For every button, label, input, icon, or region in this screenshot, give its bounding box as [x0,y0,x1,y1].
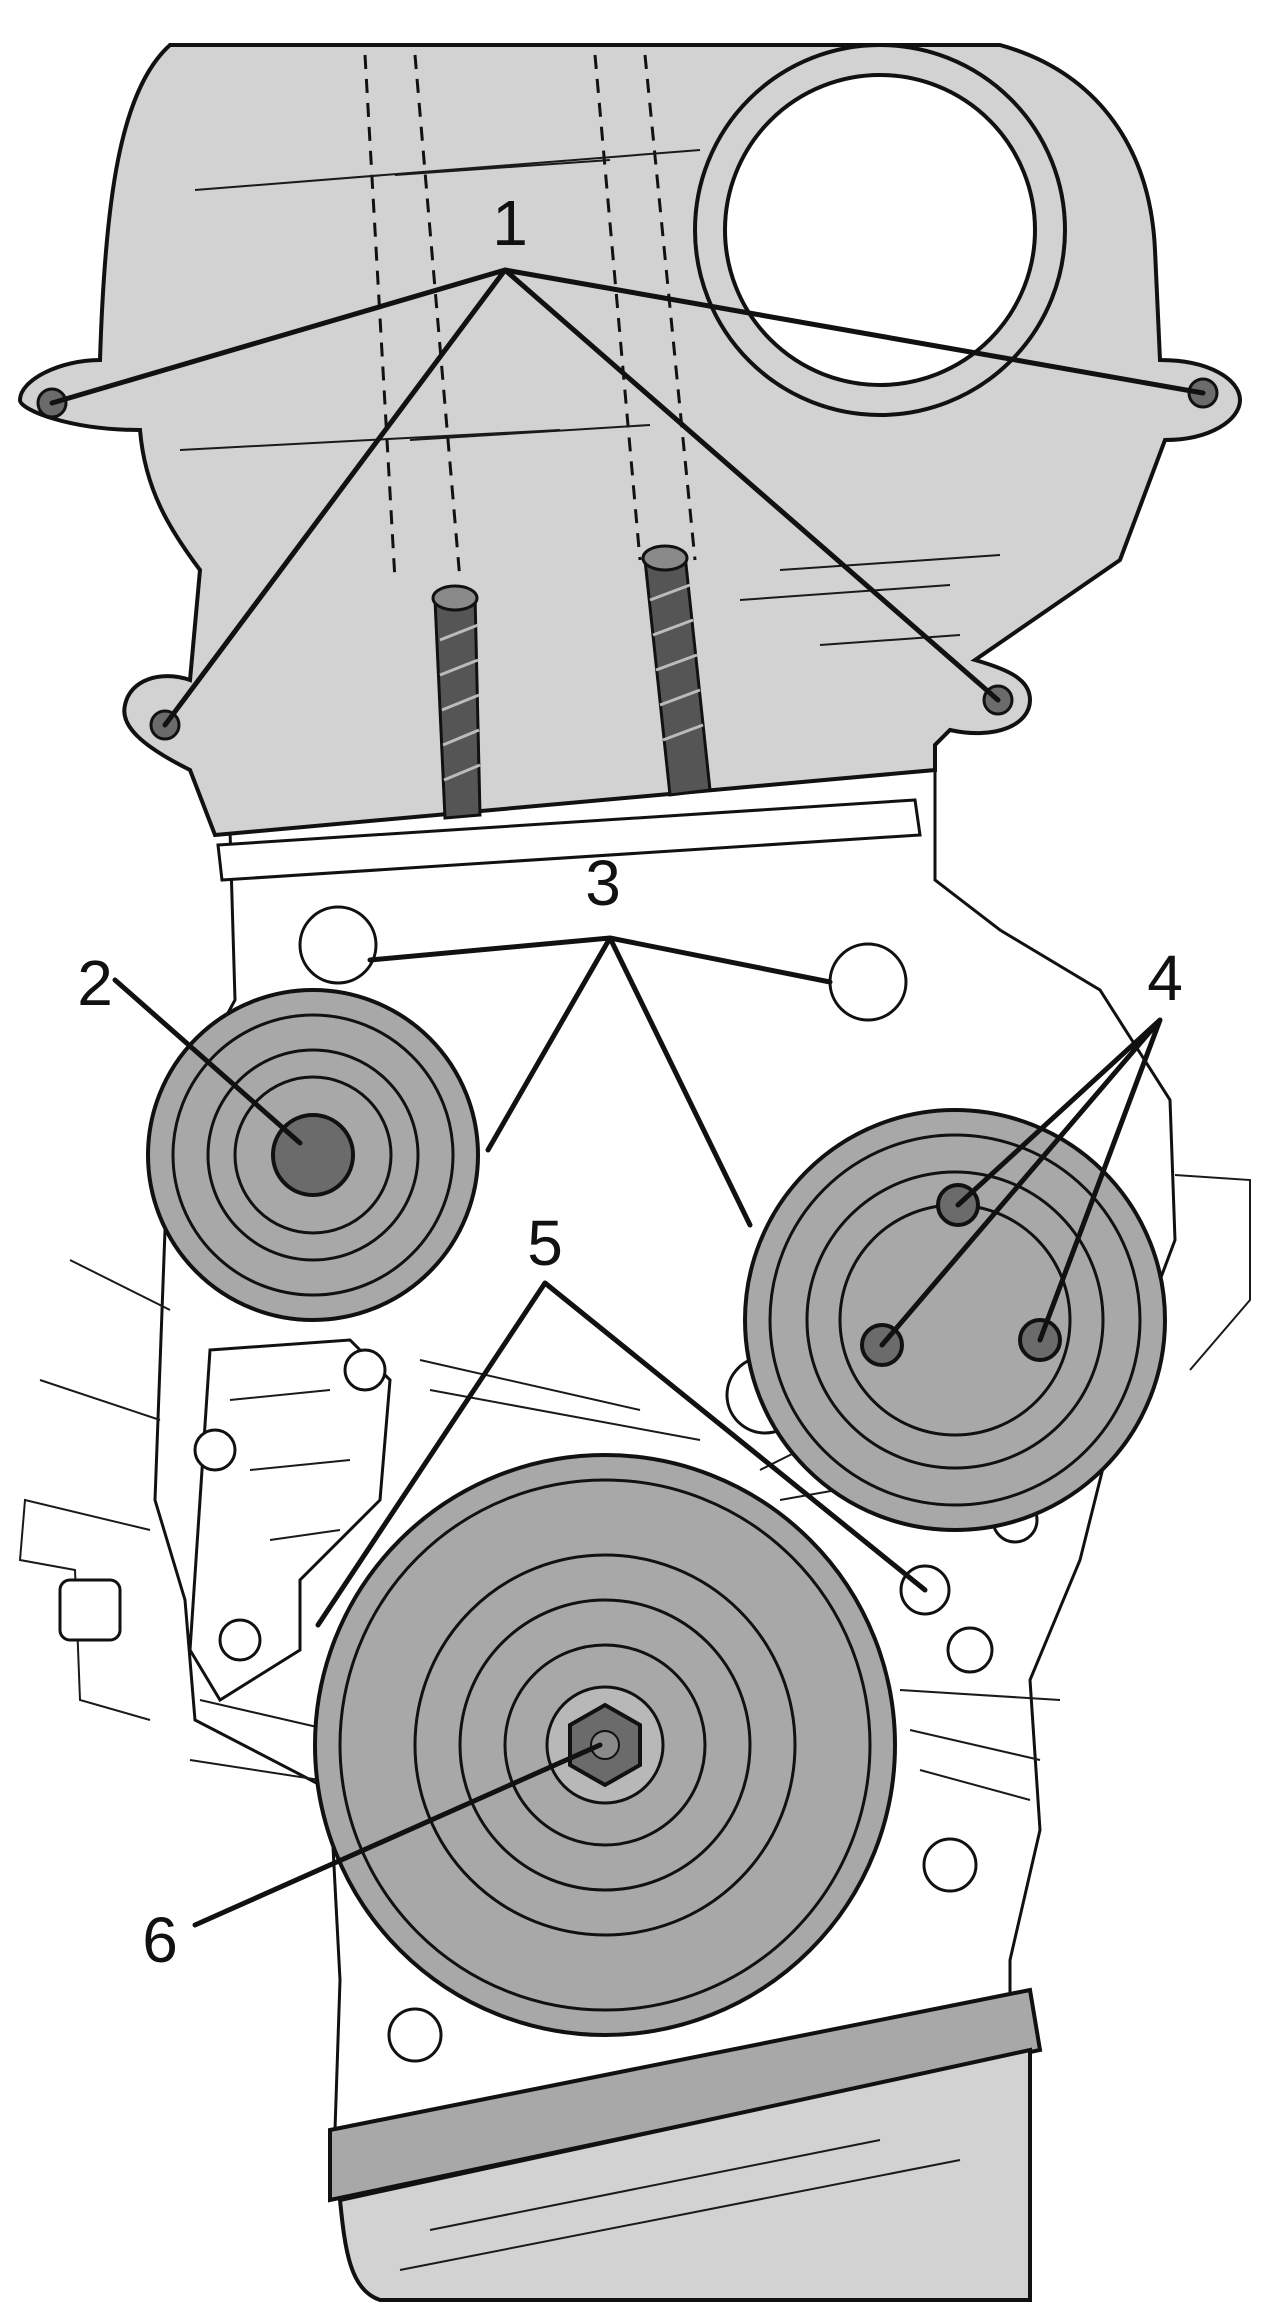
oil-pan-detail [399,2139,961,2271]
block-bolt-3 [218,1618,262,1662]
oil-pan [328,1987,1043,2302]
stud-left [431,584,482,820]
idler-pulley [146,988,480,1322]
block-bolt-6 [946,1626,994,1674]
callout-5: 5 [527,1207,563,1279]
leader-1 [49,267,1206,728]
callout-4: 4 [1147,942,1183,1014]
block-bolt-8 [387,2007,443,2063]
stud-right [641,544,712,797]
timing-belt-cover [17,43,1243,838]
bracket-detail [229,1389,351,1541]
mount-hole-right [828,942,908,1022]
gasket-strip [216,798,922,882]
leader-5 [315,1280,928,1628]
water-pump-pulley [743,1108,1167,1532]
left-stub-bolt [58,1578,122,1642]
leader-4 [879,1017,1163,1348]
mount-hole-left [298,905,378,985]
leader-3 [367,935,833,1228]
leader-lines [49,267,1206,1928]
crankshaft-pulley [313,1453,897,2037]
callout-labels: 1 2 3 4 5 6 [77,187,1183,1976]
oil-pan-lip [328,1987,1043,2203]
oil-pan-body [337,2047,1032,2302]
callout-3: 3 [585,847,621,919]
block-bolt-1 [343,1348,387,1392]
left-bracket-arm [18,1259,171,1721]
cover-detail-lines [179,149,1001,646]
leader-6 [192,1742,603,1928]
callout-1: 1 [492,187,528,259]
block-bolt-7 [922,1837,978,1893]
leader-2 [112,977,303,1146]
right-side-lines [1174,1174,1251,1371]
block-bolt-2 [193,1428,237,1472]
callout-2: 2 [77,947,113,1019]
callout-6: 6 [142,1904,178,1976]
camshaft-window [723,73,1037,387]
